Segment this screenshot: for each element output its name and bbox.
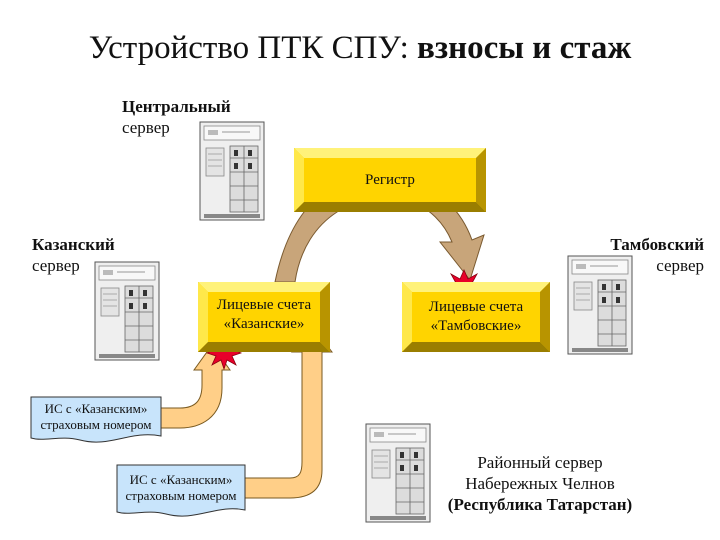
kazan-accounts-label: Лицевые счета «Казанские» xyxy=(216,297,312,332)
central-server-label: Центральный сервер xyxy=(122,97,231,137)
kazan-server-icon xyxy=(94,261,160,361)
registry-label: Регистр xyxy=(365,171,415,188)
district-server-label: Районный сервер Набережных Челнов (Респу… xyxy=(447,453,633,514)
tambov-accounts-label: Лицевые счета «Тамбовские» xyxy=(428,299,524,334)
document-note-icon xyxy=(30,396,162,443)
kazan-accounts-box-bevel xyxy=(198,282,330,352)
is1-upload-arrow xyxy=(159,344,231,429)
is-note-2-text: ИС с «Казанским» страховым номером xyxy=(125,472,237,503)
tambov-accounts-box: Лицевые счета «Тамбовские» xyxy=(402,282,550,352)
tambov-accounts-box-bevel xyxy=(402,282,550,352)
district-server-icon xyxy=(365,423,431,523)
registry-box: Регистр xyxy=(294,148,486,212)
is-note-1-text: ИС с «Казанским» страховым номером xyxy=(40,401,152,432)
page-title: Устройство ПТК СПУ: взносы и стаж xyxy=(88,30,632,66)
kazan-accounts-box: Лицевые счета «Казанские» xyxy=(198,282,330,352)
registry-box-bevel xyxy=(294,148,486,212)
is-note-2: ИС с «Казанским» страховым номером xyxy=(116,464,246,520)
is-note-1: ИС с «Казанским» страховым номером xyxy=(30,396,162,444)
tambov-server-label: Тамбовский сервер xyxy=(610,235,704,275)
document-note-icon xyxy=(116,464,246,517)
kazan-server-label: Казанский сервер xyxy=(32,235,115,275)
